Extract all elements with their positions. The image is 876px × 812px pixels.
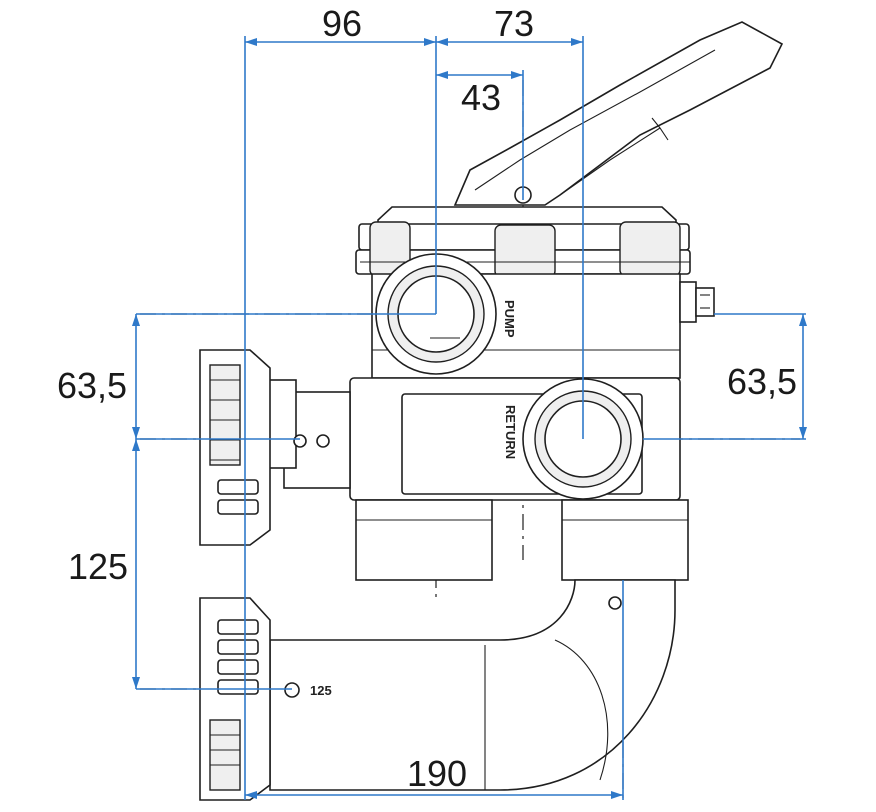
- dimension-96-arrow-right: [424, 38, 436, 46]
- valve-handle: [453, 21, 784, 206]
- dimension-190-arrow-right: [611, 791, 623, 799]
- dimension-left-lower-arrow-top: [132, 439, 140, 451]
- drain-plug: [608, 596, 622, 610]
- dimension-right-arrow-bottom: [799, 427, 807, 439]
- dimension-43-arrow-left: [436, 71, 448, 79]
- pipe-size-label: 125: [310, 683, 332, 698]
- dimension-190-label: 190: [407, 753, 467, 794]
- dimension-left-lower-arrow-bottom: [132, 677, 140, 689]
- side-fitting: [679, 281, 715, 323]
- dimension-73-arrow-right: [571, 38, 583, 46]
- dimension-labels: 96 73 43 63,5 63,5 125 190: [57, 3, 797, 794]
- left-upper-union: [199, 349, 351, 546]
- dimension-96-arrow-left: [245, 38, 257, 46]
- dimension-73-arrow-left: [436, 38, 448, 46]
- dimension-190-arrow-left: [245, 791, 257, 799]
- dimension-73-label: 73: [494, 3, 534, 44]
- dimension-lines: [132, 36, 807, 800]
- dimension-left-lower-label: 125: [68, 546, 128, 587]
- dimension-left-upper-arrow-top: [132, 314, 140, 326]
- dimension-96-label: 96: [322, 3, 362, 44]
- lower-pipe-assembly: [269, 579, 676, 791]
- dimension-left-upper-arrow-bottom: [132, 427, 140, 439]
- pump-port-label: PUMP: [502, 300, 517, 338]
- dimension-43-label: 43: [461, 77, 501, 118]
- dimension-right-upper-label: 63,5: [727, 361, 797, 402]
- valve-body-lower: [349, 377, 689, 581]
- dimension-right-arrow-top: [799, 314, 807, 326]
- left-lower-union: [199, 597, 300, 801]
- dimension-43-arrow-right: [511, 71, 523, 79]
- return-port-label: RETURN: [503, 405, 518, 459]
- dimension-left-upper-label: 63,5: [57, 365, 127, 406]
